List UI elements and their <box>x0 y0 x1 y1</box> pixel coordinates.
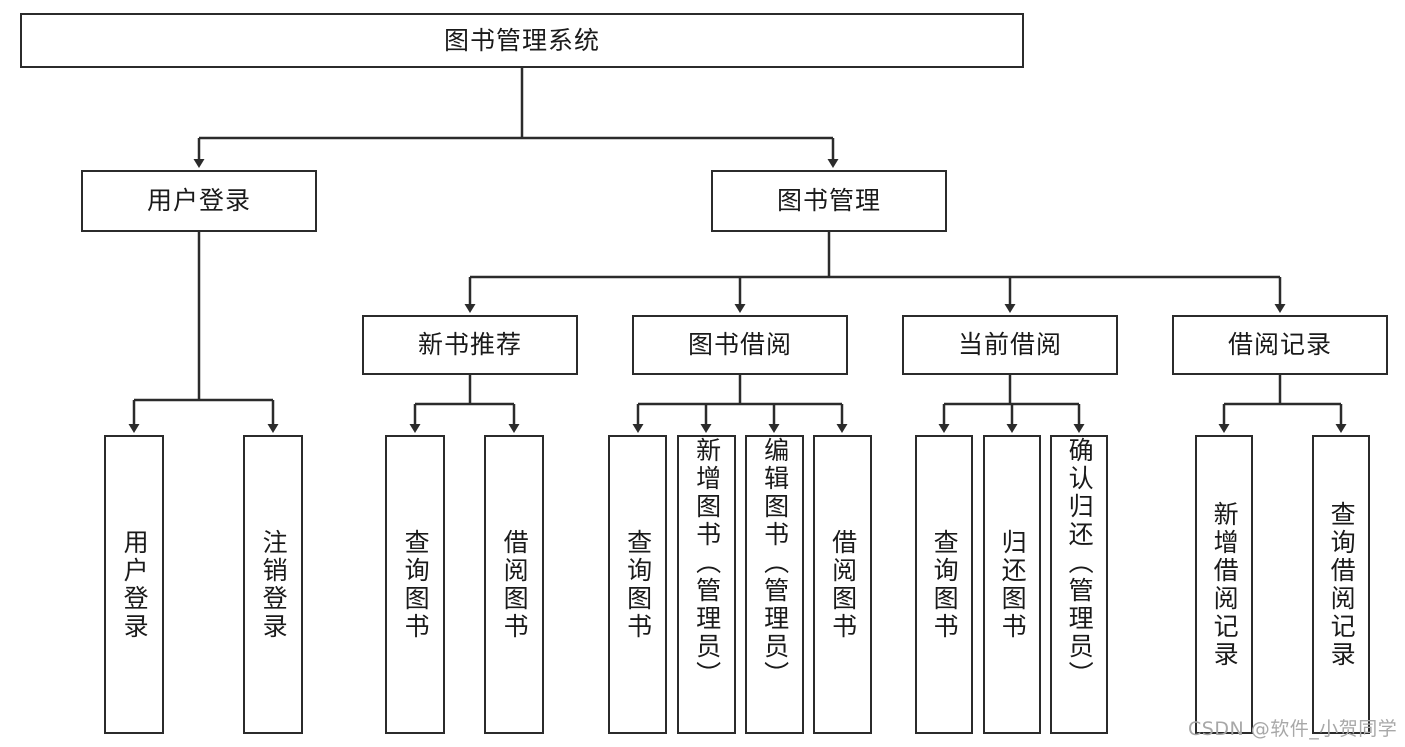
node-label: 新增图书（管理员） <box>692 437 722 689</box>
node-label: 借阅记录 <box>1227 330 1332 360</box>
node-borrow-record[interactable]: 借阅记录 <box>1172 315 1388 375</box>
node-leaf-query-borrow-record[interactable]: 查询借阅记录 <box>1312 435 1370 734</box>
node-label: 查询图书 <box>930 528 960 641</box>
node-label: 归还图书 <box>998 528 1028 641</box>
node-label: 借阅图书 <box>500 528 530 641</box>
node-label: 确认归还（管理员） <box>1065 437 1095 689</box>
node-book-borrow[interactable]: 图书借阅 <box>632 315 848 375</box>
node-label: 编辑图书（管理员） <box>760 437 790 689</box>
node-label: 查询借阅记录 <box>1327 500 1357 669</box>
node-label: 查询图书 <box>623 528 653 641</box>
node-leaf-query-book-borrow[interactable]: 查询图书 <box>608 435 667 734</box>
node-leaf-borrow-book-recommend[interactable]: 借阅图书 <box>484 435 544 734</box>
node-label: 用户登录 <box>120 528 150 641</box>
node-new-book-recommend[interactable]: 新书推荐 <box>362 315 578 375</box>
node-label: 新增借阅记录 <box>1210 500 1240 669</box>
node-label: 查询图书 <box>401 528 431 641</box>
node-user-login[interactable]: 用户登录 <box>81 170 317 232</box>
node-root[interactable]: 图书管理系统 <box>20 13 1024 68</box>
node-label: 图书管理 <box>776 186 881 216</box>
node-label: 用户登录 <box>146 186 251 216</box>
node-leaf-edit-book[interactable]: 编辑图书（管理员） <box>745 435 804 734</box>
node-leaf-logout[interactable]: 注销登录 <box>243 435 303 734</box>
node-leaf-confirm-return[interactable]: 确认归还（管理员） <box>1050 435 1108 734</box>
node-label: 注销登录 <box>259 528 289 641</box>
node-leaf-query-book-recommend[interactable]: 查询图书 <box>385 435 445 734</box>
node-leaf-user-login[interactable]: 用户登录 <box>104 435 164 734</box>
node-leaf-query-book-current[interactable]: 查询图书 <box>915 435 973 734</box>
watermark: CSDN @软件_小贺同学 <box>1188 718 1398 740</box>
node-book-management[interactable]: 图书管理 <box>711 170 947 232</box>
node-leaf-add-book[interactable]: 新增图书（管理员） <box>677 435 736 734</box>
node-current-borrow[interactable]: 当前借阅 <box>902 315 1118 375</box>
node-leaf-add-borrow-record[interactable]: 新增借阅记录 <box>1195 435 1253 734</box>
node-leaf-return-book[interactable]: 归还图书 <box>983 435 1041 734</box>
node-label: 图书管理系统 <box>443 25 600 55</box>
node-leaf-borrow-book[interactable]: 借阅图书 <box>813 435 872 734</box>
node-label: 当前借阅 <box>957 330 1062 360</box>
node-label: 借阅图书 <box>828 528 858 641</box>
node-label: 新书推荐 <box>417 330 522 360</box>
node-label: 图书借阅 <box>687 330 792 360</box>
